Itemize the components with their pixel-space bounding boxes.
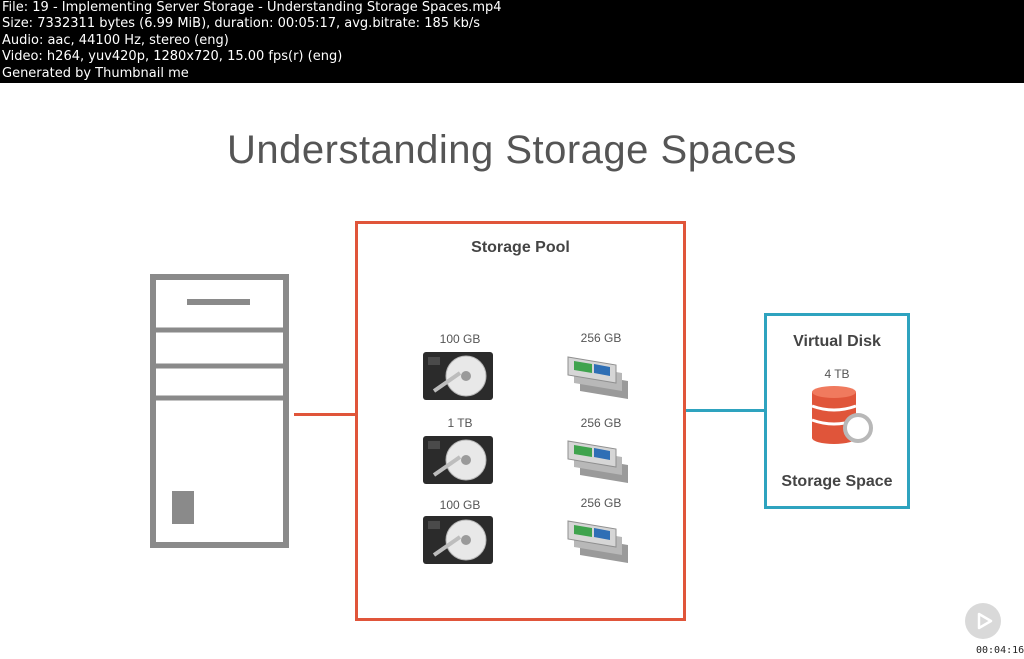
info-audio: Audio: aac, 44100 Hz, stereo (eng) (2, 32, 229, 48)
database-icon (811, 386, 873, 444)
virtual-disk-title: Virtual Disk (793, 333, 881, 350)
hard-drive-icon (423, 352, 493, 400)
info-generator: Generated by Thumbnail me (2, 65, 189, 81)
ssd-stack-icon (567, 520, 628, 563)
info-size: Size: 7332311 bytes (6.99 MiB), duration… (2, 16, 481, 32)
hard-drive-icon (423, 516, 493, 564)
ssd-label: 256 GB (580, 496, 622, 510)
slide-title: Understanding Storage Spaces (227, 128, 797, 172)
hdd-label: 1 TB (447, 416, 473, 430)
hdd-label: 100 GB (439, 498, 481, 512)
ssd-label: 256 GB (580, 331, 622, 345)
play-button[interactable] (965, 603, 1001, 639)
ssd-label: 256 GB (580, 416, 622, 430)
connector-server-to-pool (294, 413, 356, 416)
storage-pool-box: Storage Pool 100 GB 1 TB 100 GB 256 (355, 221, 686, 621)
hard-drive-icon (423, 436, 493, 484)
play-icon (977, 612, 993, 630)
ssd-stack-icon (567, 356, 628, 399)
video-timestamp: 00:04:16 (976, 645, 1024, 656)
ssd-stack-icon (567, 440, 628, 483)
info-file: File: 19 - Implementing Server Storage -… (2, 0, 502, 15)
info-video: Video: h264, yuv420p, 1280x720, 15.00 fp… (2, 49, 343, 65)
storage-space-label: Storage Space (781, 473, 893, 490)
server-tower-icon (150, 274, 289, 548)
virtual-disk-box: Virtual Disk 4 TB Storage Space (764, 313, 910, 509)
storage-pool-title: Storage Pool (471, 239, 570, 256)
virtual-disk-size: 4 TB (824, 367, 850, 381)
video-info-header: File: 19 - Implementing Server Storage -… (0, 0, 1024, 83)
connector-pool-to-virtual-disk (686, 409, 766, 412)
hdd-label: 100 GB (439, 332, 481, 346)
